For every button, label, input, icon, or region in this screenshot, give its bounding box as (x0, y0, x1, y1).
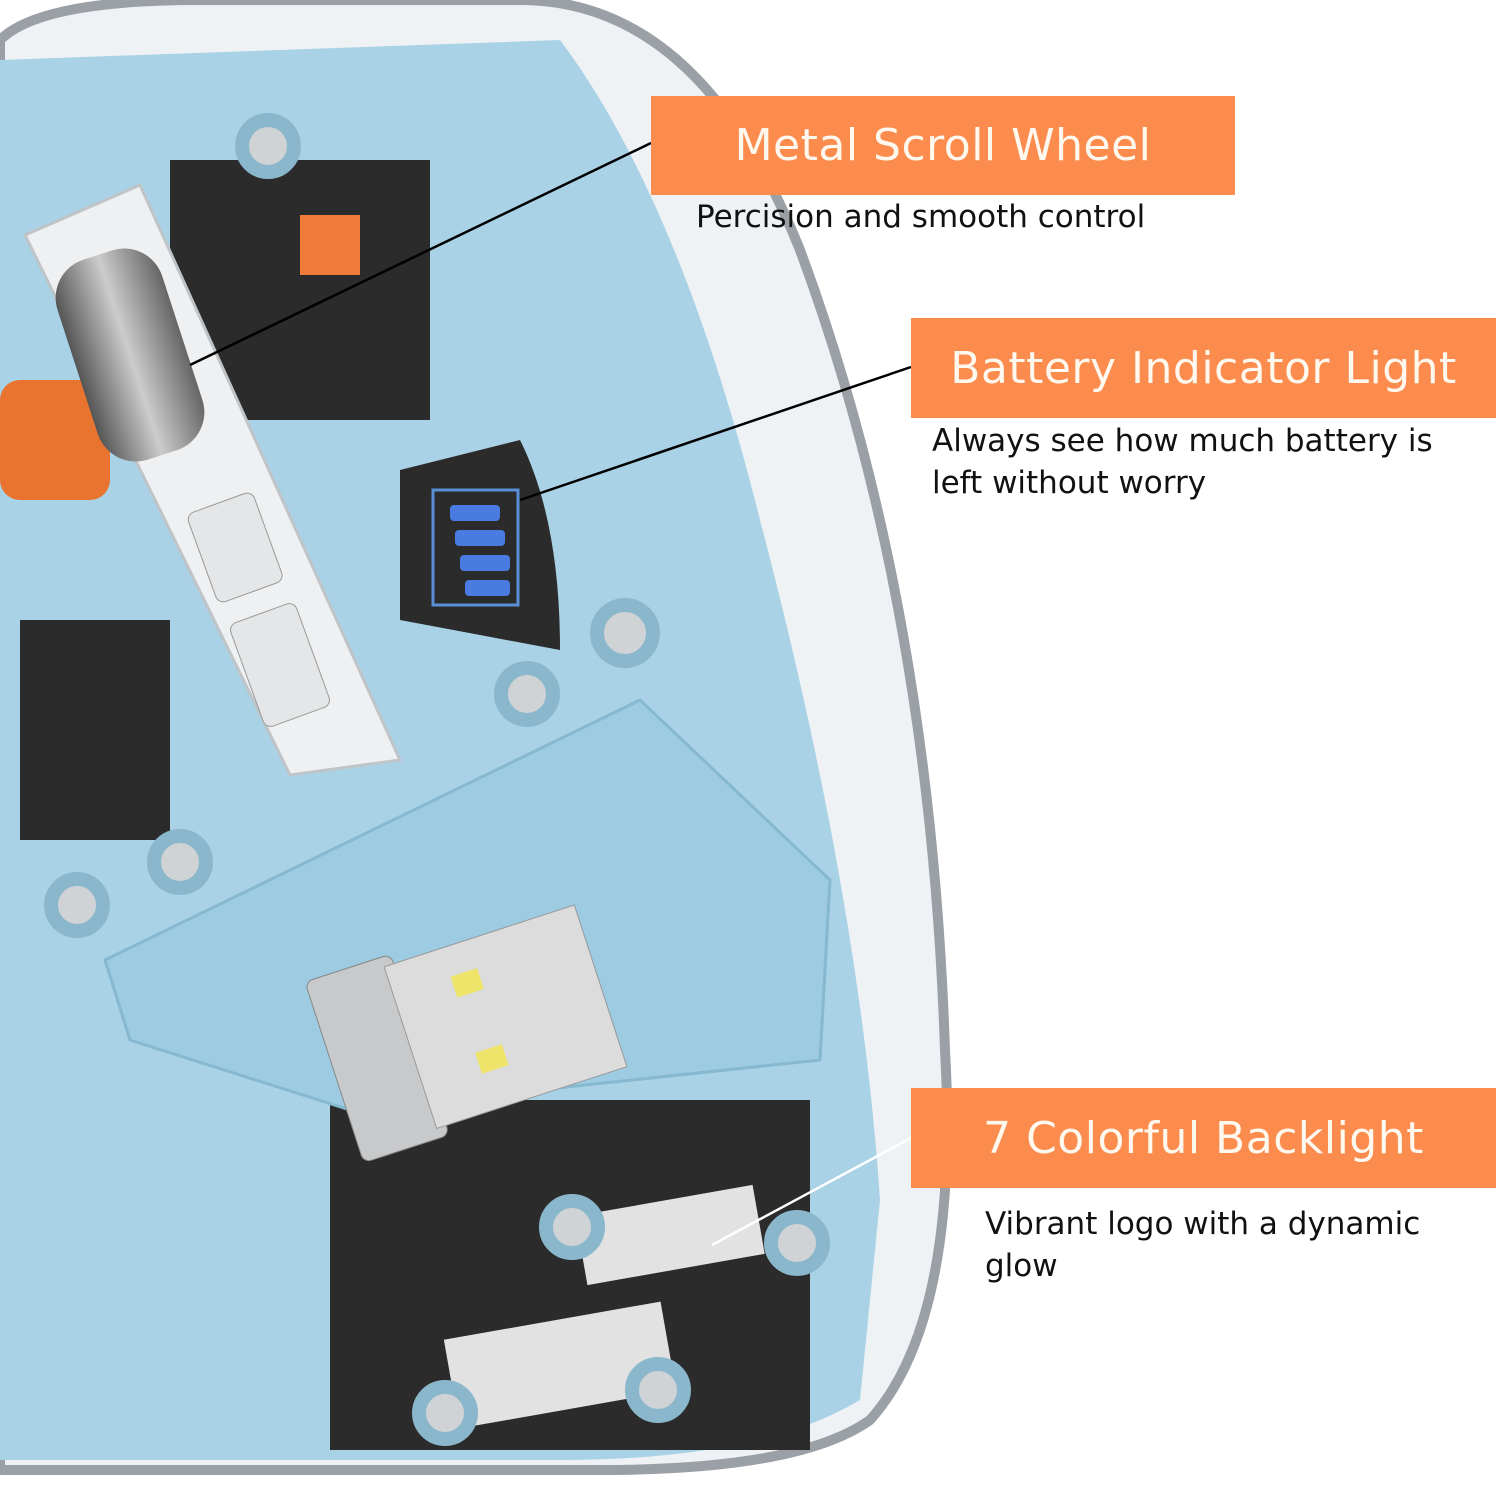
battery-indicator-icon (431, 488, 520, 607)
callout-line (711, 1136, 912, 1247)
backlight-logo-strip (443, 1301, 677, 1429)
callout-line (519, 365, 912, 502)
usb-receiver-icon (306, 904, 628, 1162)
feature-title-scroll-wheel: Metal Scroll Wheel (651, 96, 1235, 195)
callout-line (189, 141, 652, 367)
feature-title-battery-indicator: Battery Indicator Light (911, 318, 1496, 418)
orange-switch (0, 380, 110, 500)
receiver-compartment (103, 698, 832, 1112)
dpi-button (230, 603, 330, 727)
screw-icons (44, 113, 830, 1446)
circuit-board (20, 620, 170, 840)
feature-title-backlight: 7 Colorful Backlight (911, 1088, 1496, 1188)
orange-switch (300, 215, 360, 275)
feature-description-battery-indicator: Always see how much battery is left with… (932, 423, 1433, 501)
metal-scroll-wheel (55, 248, 205, 462)
feature-description-backlight: Vibrant logo with a dynamic glow (985, 1206, 1421, 1284)
backlight-logo-strip (575, 1184, 765, 1286)
mode-button (187, 492, 283, 603)
feature-description-scroll-wheel: Percision and smooth control (696, 199, 1146, 235)
